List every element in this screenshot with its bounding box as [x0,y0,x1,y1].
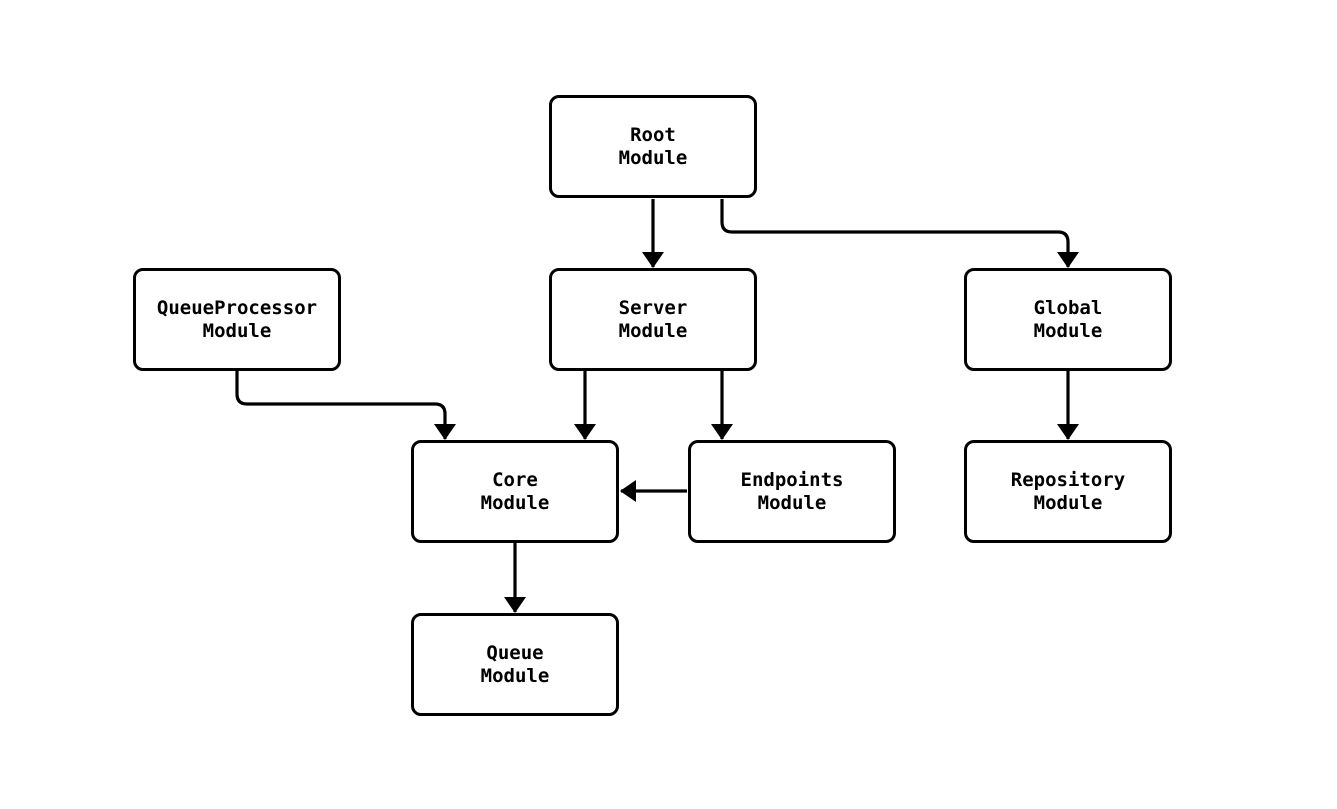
node-root-module: Root Module [549,95,757,198]
node-endpoints-module: Endpoints Module [688,440,896,543]
node-global-module: Global Module [964,268,1172,371]
node-server-module: Server Module [549,268,757,371]
node-queue-module: Queue Module [411,613,619,716]
node-core-module: Core Module [411,440,619,543]
edge-root-to-global [720,199,1079,268]
edge-queueprocessor-to-core [235,371,456,440]
node-repository-module: Repository Module [964,440,1172,543]
node-queueprocessor-module: QueueProcessor Module [133,268,341,371]
